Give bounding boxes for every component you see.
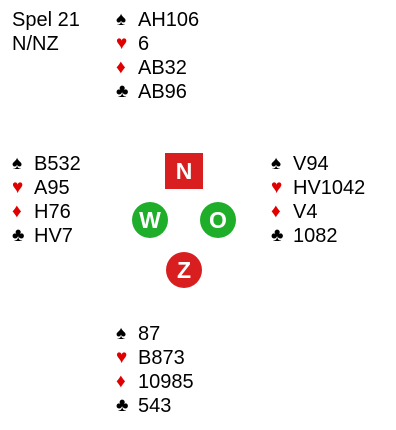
- compass-west: W: [132, 202, 168, 238]
- heart-icon: ♥: [116, 33, 128, 54]
- compass-east: O: [200, 202, 236, 238]
- compass-south: Z: [166, 252, 202, 288]
- diamond-icon: ♦: [116, 371, 126, 392]
- east-spades-row: ♠ V94: [271, 152, 365, 176]
- west-diamonds-row: ♦ H76: [12, 200, 81, 224]
- west-spades-row: ♠ B532: [12, 152, 81, 176]
- south-spades: 87: [138, 323, 161, 345]
- east-hearts: HV1042: [293, 177, 366, 199]
- west-hearts: A95: [34, 177, 70, 199]
- south-clubs: 543: [138, 395, 172, 417]
- spade-icon: ♠: [116, 323, 127, 344]
- west-clubs: HV7: [34, 225, 73, 247]
- east-spades: V94: [293, 153, 329, 175]
- west-clubs-row: ♣ HV7: [12, 224, 81, 248]
- west-hand: ♠ B532 ♥ A95 ♦ H76 ♣ HV7: [12, 152, 81, 248]
- spade-icon: ♠: [116, 9, 127, 30]
- north-hearts-row: ♥ 6: [116, 32, 199, 56]
- north-spades: AH106: [138, 9, 200, 31]
- west-diamonds: H76: [34, 201, 71, 223]
- north-hand: ♠ AH106 ♥ 6 ♦ AB32 ♣ AB96: [116, 8, 199, 104]
- diamond-icon: ♦: [12, 201, 22, 222]
- club-icon: ♣: [116, 81, 129, 102]
- north-spades-row: ♠ AH106: [116, 8, 199, 32]
- deal-info: Spel 21 N/NZ: [12, 8, 80, 56]
- north-clubs: AB96: [138, 81, 187, 103]
- north-hearts: 6: [138, 33, 150, 55]
- heart-icon: ♥: [116, 347, 128, 368]
- east-diamonds: V4: [293, 201, 318, 223]
- south-hearts: B873: [138, 347, 185, 369]
- south-hearts-row: ♥ B873: [116, 346, 194, 370]
- south-clubs-row: ♣ 543: [116, 394, 194, 418]
- south-hand: ♠ 87 ♥ B873 ♦ 10985 ♣ 543: [116, 322, 194, 418]
- north-diamonds: AB32: [138, 57, 187, 79]
- east-clubs-row: ♣ 1082: [271, 224, 365, 248]
- east-hand: ♠ V94 ♥ HV1042 ♦ V4 ♣ 1082: [271, 152, 365, 248]
- club-icon: ♣: [271, 225, 284, 246]
- diamond-icon: ♦: [271, 201, 281, 222]
- east-diamonds-row: ♦ V4: [271, 200, 365, 224]
- compass-north: N: [165, 153, 203, 189]
- spade-icon: ♠: [271, 153, 282, 174]
- south-diamonds: 10985: [138, 371, 194, 393]
- heart-icon: ♥: [271, 177, 283, 198]
- north-diamonds-row: ♦ AB32: [116, 56, 199, 80]
- deal-number: Spel 21: [12, 9, 80, 31]
- south-diamonds-row: ♦ 10985: [116, 370, 194, 394]
- heart-icon: ♥: [12, 177, 24, 198]
- spade-icon: ♠: [12, 153, 23, 174]
- south-spades-row: ♠ 87: [116, 322, 194, 346]
- club-icon: ♣: [116, 395, 129, 416]
- north-clubs-row: ♣ AB96: [116, 80, 199, 104]
- west-hearts-row: ♥ A95: [12, 176, 81, 200]
- diamond-icon: ♦: [116, 57, 126, 78]
- dealer-vulnerability: N/NZ: [12, 33, 59, 55]
- east-hearts-row: ♥ HV1042: [271, 176, 365, 200]
- east-clubs: 1082: [293, 225, 338, 247]
- club-icon: ♣: [12, 225, 25, 246]
- west-spades: B532: [34, 153, 81, 175]
